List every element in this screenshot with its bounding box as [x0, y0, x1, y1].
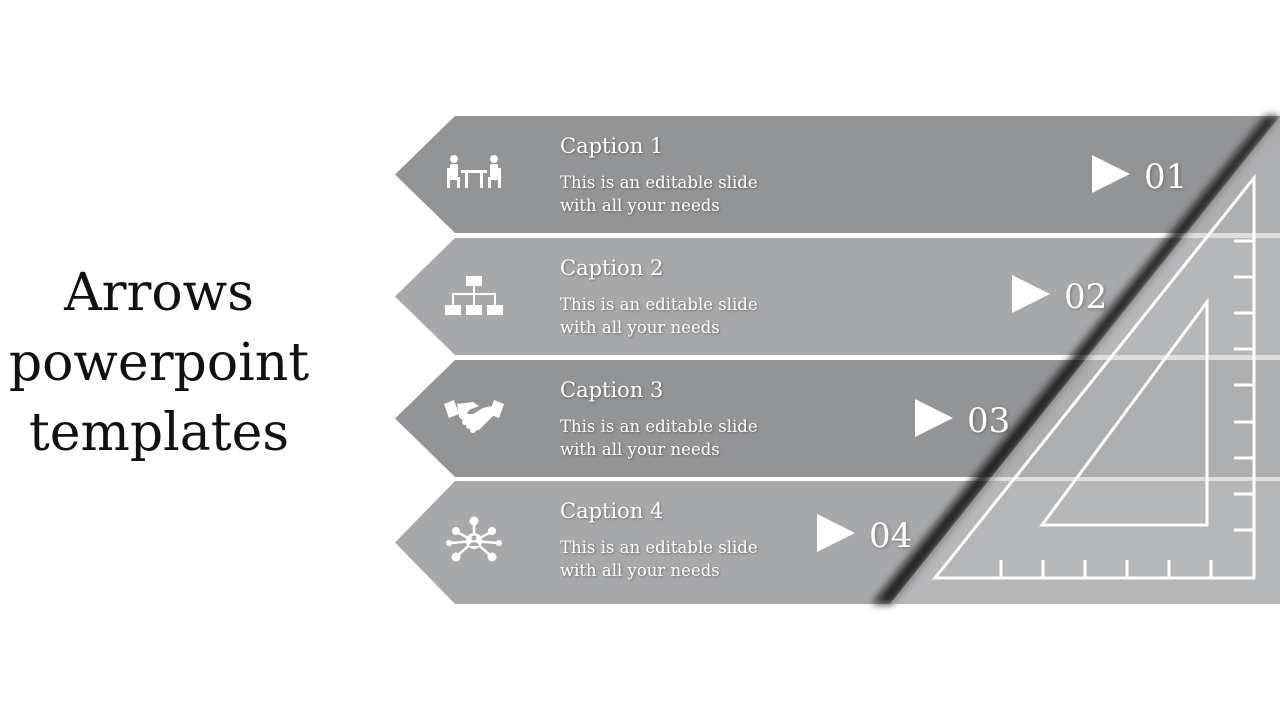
network-hub-icon	[446, 516, 502, 562]
caption-2-title: Caption 2	[560, 256, 664, 280]
play-triangle-icon	[817, 514, 855, 552]
caption-1-line-1: This is an editable slide	[560, 173, 758, 192]
caption-2-line-1: This is an editable slide	[560, 295, 758, 314]
number-3: 03	[967, 401, 1011, 441]
title-line-2: powerpoint	[8, 333, 310, 393]
slide-title: Arrows powerpoint templates	[0, 258, 318, 468]
caption-3-line-2: with all your needs	[560, 440, 720, 459]
caption-3-line-1: This is an editable slide	[560, 417, 758, 436]
caption-3-description: This is an editable slide with all your …	[560, 415, 790, 461]
handshake-icon	[444, 400, 504, 433]
caption-3-title: Caption 3	[560, 378, 664, 402]
number-marker-4: 04	[817, 514, 913, 556]
arrow-band-3: Caption 3 This is an editable slide with…	[395, 360, 1280, 477]
caption-1-description: This is an editable slide with all your …	[560, 171, 790, 217]
play-triangle-icon	[915, 399, 953, 437]
number-marker-1: 01	[1092, 155, 1188, 197]
caption-2-line-2: with all your needs	[560, 318, 720, 337]
caption-4-description: This is an editable slide with all your …	[560, 536, 790, 582]
meeting-people-icon	[447, 155, 501, 188]
number-4: 04	[869, 516, 913, 556]
caption-1-line-2: with all your needs	[560, 196, 720, 215]
org-chart-icon	[445, 276, 503, 315]
caption-4-line-1: This is an editable slide	[560, 538, 758, 557]
number-marker-2: 02	[1012, 275, 1108, 317]
number-marker-3: 03	[915, 399, 1011, 441]
play-triangle-icon	[1012, 275, 1050, 313]
title-line-1: Arrows	[64, 263, 254, 323]
title-line-3: templates	[28, 403, 290, 463]
play-triangle-icon	[1092, 155, 1130, 193]
caption-4-line-2: with all your needs	[560, 561, 720, 580]
caption-4-title: Caption 4	[560, 499, 664, 523]
number-1: 01	[1144, 157, 1188, 197]
caption-1-title: Caption 1	[560, 134, 664, 158]
arrow-band-2: Caption 2 This is an editable slide with…	[395, 238, 1280, 355]
caption-2-description: This is an editable slide with all your …	[560, 293, 790, 339]
number-2: 02	[1064, 277, 1108, 317]
